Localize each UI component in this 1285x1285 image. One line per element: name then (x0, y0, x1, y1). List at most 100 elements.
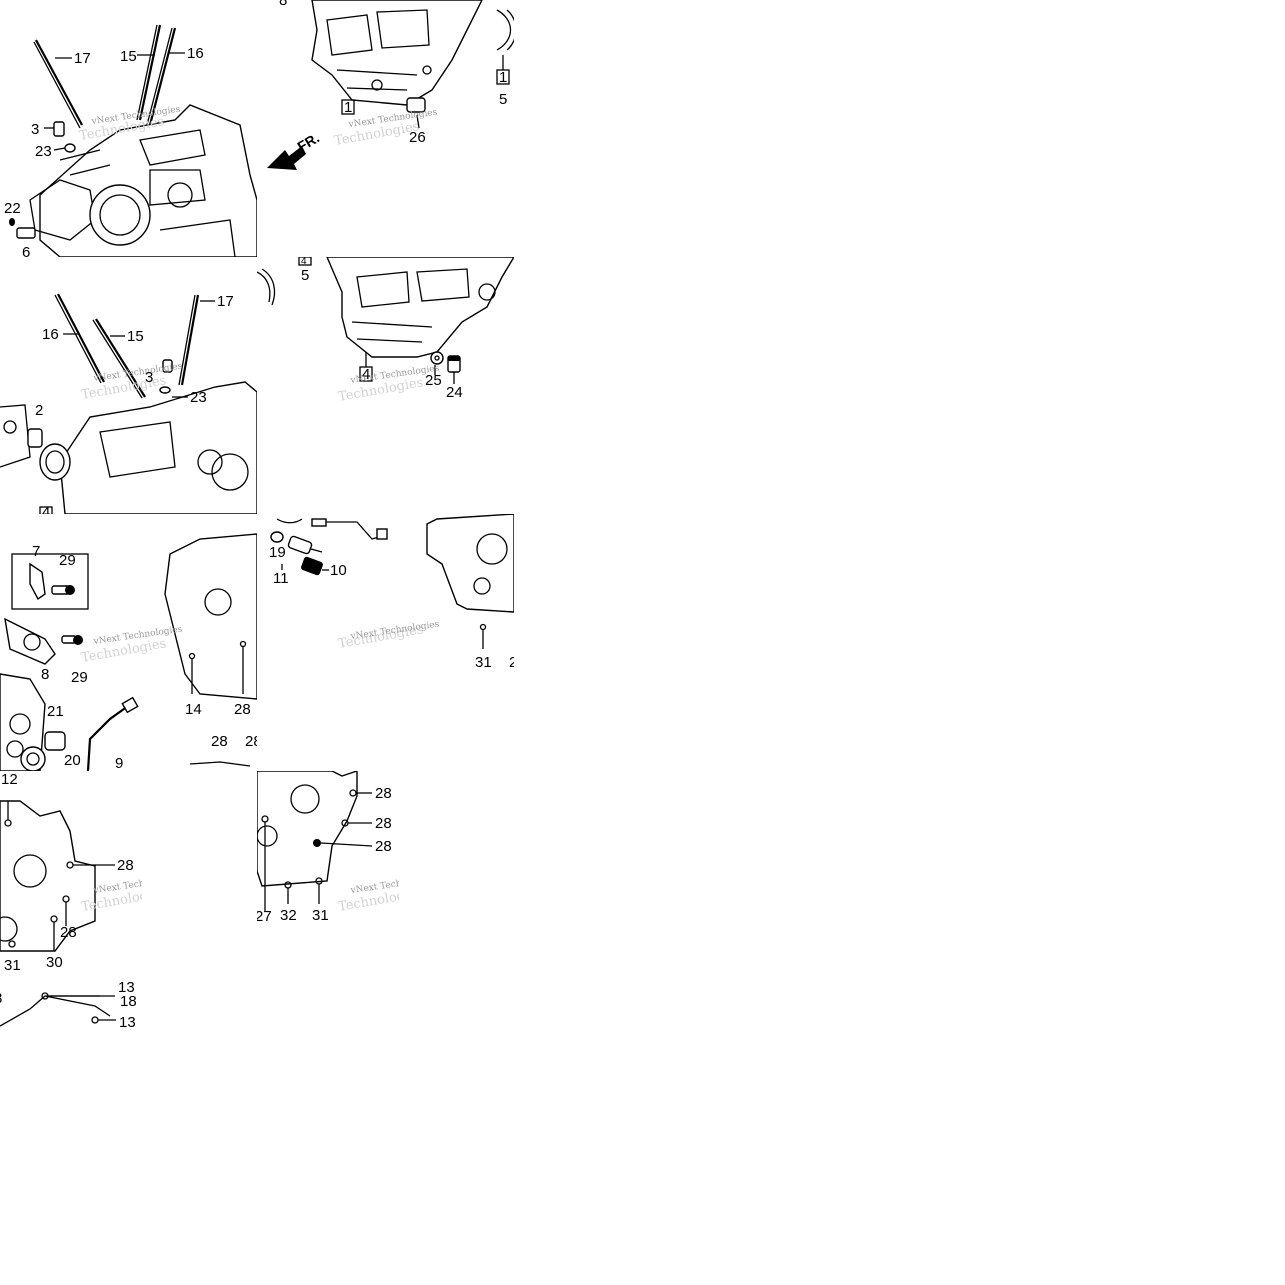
callout-28a: 28 (234, 701, 251, 718)
callout-box-4b: 4 (362, 366, 370, 383)
callout-31: 31 (312, 907, 329, 924)
crankcase-bottom-view: Technologies vNext Technologies 4 5 4 25… (257, 257, 514, 405)
diagram-tile-7: Technologies vNext Technologies 12 28 28… (0, 771, 142, 1028)
callout-31: 31 (475, 654, 492, 671)
callout-5: 5 (499, 91, 507, 108)
crankcase-rear-body (59, 381, 257, 514)
bracket-7 (29, 562, 46, 601)
washer-23 (159, 386, 171, 394)
callout-32: 32 (280, 907, 297, 924)
diagram-tile-3: Technologies vNext Technologies 16 15 17… (0, 257, 257, 514)
cover-and-sensors-view: Technologies vNext Technologies 7 29 8 2… (0, 533, 257, 771)
callout-15: 15 (120, 48, 137, 65)
stud-bolt-15 (136, 24, 162, 121)
callout-8: 8 (279, 0, 287, 9)
callout-box-4: 4 (301, 257, 307, 267)
stud-bolt-16 (54, 293, 105, 384)
callout-9: 9 (115, 755, 123, 771)
callout-28c: 28 (375, 838, 392, 855)
diagram-tile-6: Technologies vNext Technologies 19 11 10… (257, 514, 514, 771)
callout-14: 14 (185, 701, 202, 718)
callout-3: 3 (31, 121, 39, 138)
callout-28a: 28 (375, 785, 392, 802)
callout-29a: 29 (59, 552, 76, 569)
callout-30: 30 (46, 954, 63, 971)
diagram-tile-1: Technologies vNext Technologies 17 15 16… (0, 0, 257, 257)
crankcase-lower-view: FR. Technologies vNext Technologies 8 1 … (267, 0, 514, 170)
callout-25: 25 (425, 372, 442, 389)
callout-16: 16 (42, 326, 59, 343)
callout-23: 23 (35, 143, 52, 160)
collar-26 (406, 97, 426, 113)
callout-28b: 28 (375, 815, 392, 832)
stud-bolt-17 (178, 294, 200, 386)
callout-13b: 13 (119, 1014, 136, 1028)
bearing-seal (39, 443, 71, 481)
cover-gasket-right: Technologies vNext Technologies 28 28 28… (257, 771, 399, 925)
pin-22 (9, 218, 15, 226)
stud-bolt-17 (33, 39, 83, 129)
callout-5: 5 (301, 267, 309, 284)
callout-13a: 13 (118, 979, 135, 996)
callout-28b: 28 (211, 733, 228, 750)
stud-bolt-16 (146, 27, 177, 126)
box-4 (39, 506, 53, 514)
callout-24: 24 (446, 384, 463, 401)
switch-10 (301, 556, 323, 576)
callout-28b: 28 (60, 924, 77, 941)
drain-bolt-24 (447, 355, 461, 373)
callout-17: 17 (74, 50, 91, 67)
washer-23 (64, 143, 76, 153)
diagram-tile-8: Technologies vNext Technologies 28 28 28… (257, 771, 399, 946)
callout-26: 26 (409, 129, 426, 146)
crankcase-front-view: Technologies vNext Technologies 17 15 16… (4, 24, 257, 257)
callout-8: 8 (0, 990, 2, 1007)
collar-21 (44, 731, 66, 751)
plate-8 (4, 617, 56, 665)
callout-box-1: 1 (344, 99, 352, 116)
callout-box-4: 4 (42, 504, 50, 514)
box-1 (341, 99, 355, 115)
crankcase-rear-view: Technologies vNext Technologies 16 15 17… (0, 293, 257, 514)
callout-22: 22 (4, 200, 21, 217)
cover-gasket-left: Technologies vNext Technologies 12 28 28… (0, 771, 142, 1028)
cover-gasket (0, 800, 96, 952)
callout-18: 18 (120, 993, 137, 1010)
callout-16: 16 (187, 45, 204, 62)
callout-20: 20 (64, 752, 81, 769)
callout-27: 27 (257, 908, 272, 925)
callout-1: 1 (499, 69, 507, 86)
seal-20 (20, 746, 46, 771)
bolt-29b (61, 635, 83, 645)
sensor-cable (311, 518, 388, 540)
callout-10: 10 (330, 562, 347, 579)
crankcase-bottom-half (326, 257, 514, 358)
callout-28a: 28 (117, 857, 134, 874)
switches-view: Technologies vNext Technologies 19 11 10… (269, 514, 514, 671)
callout-28c: 28 (245, 733, 257, 750)
inset-box (11, 553, 89, 610)
sensor-wire-9 (86, 696, 139, 771)
callout-23: 23 (190, 389, 207, 406)
box-4 (298, 257, 312, 266)
dowel-6 (16, 227, 36, 239)
diagram-tile-5: Technologies vNext Technologies 7 29 8 2… (0, 514, 257, 771)
switch-11 (287, 535, 323, 555)
callout-8: 8 (41, 666, 49, 683)
callout-11: 11 (273, 570, 289, 587)
callout-17: 17 (217, 293, 234, 310)
cover-gasket-right-shape (257, 771, 358, 887)
callout-12: 12 (1, 771, 18, 788)
stud-bolt-15 (92, 318, 146, 399)
callout-29b: 29 (71, 669, 88, 686)
washer-25 (430, 351, 444, 365)
bolt-3 (53, 121, 65, 137)
callout-3: 3 (145, 369, 153, 386)
callout-15: 15 (127, 328, 144, 345)
callout-19: 19 (269, 544, 286, 561)
side-cover-right (426, 514, 514, 613)
callout-31: 31 (4, 957, 21, 974)
callout-6: 6 (22, 244, 30, 257)
callout-7: 7 (32, 543, 40, 560)
washer-19 (270, 531, 284, 543)
